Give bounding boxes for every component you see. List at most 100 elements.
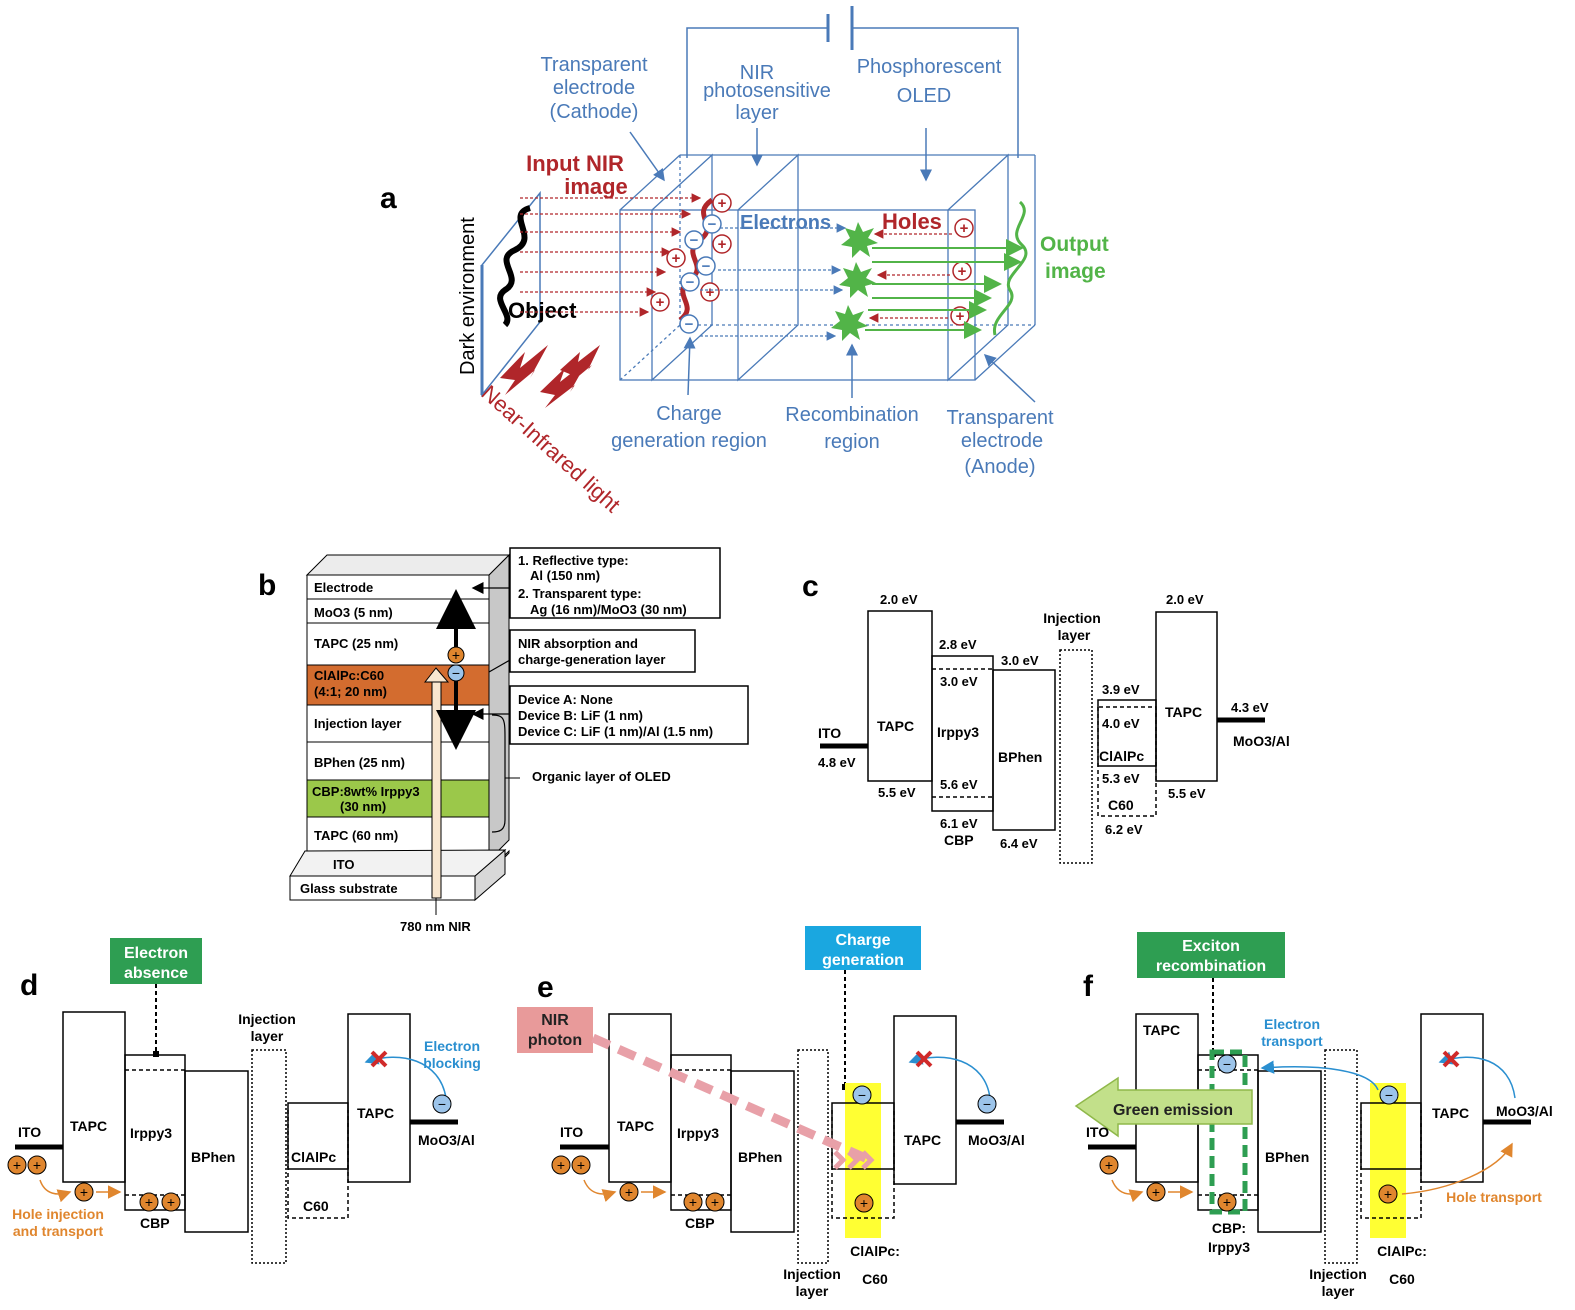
svg-text:+: + [672, 250, 681, 267]
label-line: Charge [656, 403, 722, 425]
note-line: NIR absorption and [518, 636, 638, 651]
panel-d: d Electron absence ITO TAPC Irppy3 BPhen… [7, 938, 481, 1264]
injection-label: layer [1322, 1283, 1355, 1299]
bphen-label: BPhen [998, 749, 1042, 765]
panel-a: a [380, 6, 1109, 517]
electron-icon: − [432, 1094, 452, 1114]
input-nir-line2: image [564, 174, 628, 199]
label-recombination-region: Recombination region [785, 343, 919, 453]
callout-line: Charge [835, 932, 890, 949]
organic-brace [491, 714, 506, 833]
callout-line: photon [528, 1032, 582, 1049]
recombination-zone [1209, 1049, 1248, 1215]
c60-label: C60 [303, 1198, 329, 1214]
ev-label: 2.0 eV [1166, 592, 1204, 607]
layer-label: TAPC (25 nm) [314, 636, 398, 651]
clalpc-label: ClAlPc [1099, 748, 1144, 764]
svg-text:+: + [80, 1184, 88, 1200]
holes-label: Holes [882, 209, 942, 234]
electron-icon: − [1379, 1085, 1399, 1105]
svg-text:−: − [702, 258, 711, 275]
block-x-icon [915, 1050, 933, 1068]
callout-line: absence [124, 965, 188, 982]
ito-label: ITO [18, 1124, 41, 1140]
hole-icon: + [551, 1155, 571, 1175]
panel-e: e Charge generation NIR photon I [517, 926, 1025, 1299]
injection-label: layer [251, 1028, 284, 1044]
panel-c: c ITO 4.8 eV 2.0 eV TAPC 5.5 eV 2.8 eV 3… [802, 570, 1290, 864]
callout-line: generation [822, 952, 904, 969]
electrons-label: Electrons [740, 212, 831, 234]
block-x-icon [1442, 1050, 1460, 1068]
nir-note-box [509, 629, 696, 673]
label-transparent-anode: Transparent electrode (Anode) [946, 353, 1054, 478]
layer-label: Electrode [314, 580, 373, 595]
label-line: Transparent [540, 54, 648, 76]
layer-label: (30 nm) [340, 799, 386, 814]
label-line: photosensitive [703, 80, 831, 102]
photon-chevrons [833, 1150, 875, 1170]
electron-icon: − [702, 214, 722, 234]
cbp-label: CBP [944, 832, 974, 848]
ev-label: 3.9 eV [1102, 682, 1140, 697]
output-arrows [865, 239, 1024, 339]
ev-label: 6.2 eV [1105, 822, 1143, 837]
hole-icon: + [1378, 1184, 1398, 1204]
injection-label: Injection [238, 1011, 296, 1027]
label-line: (Cathode) [550, 101, 639, 123]
svg-text:+: + [958, 263, 967, 280]
svg-text:−: − [858, 1087, 866, 1103]
label-line: layer [735, 102, 779, 124]
svg-text:+: + [1384, 1186, 1392, 1202]
clalpc-label: ClAlPc: [850, 1243, 900, 1259]
label-transparent-cathode: Transparent electrode (Cathode) [540, 54, 665, 182]
injection-label: layer [1058, 627, 1091, 643]
dark-environment-plane [480, 190, 541, 398]
electron-icon: − [1217, 1054, 1237, 1074]
hole-icon: + [712, 234, 732, 254]
bphen-label: BPhen [1265, 1149, 1309, 1165]
moo3-label: MoO3/Al [1496, 1103, 1553, 1119]
cbp-label: CBP [140, 1215, 170, 1231]
hole-icon: + [1217, 1192, 1237, 1212]
svg-text:−: − [983, 1096, 991, 1112]
svg-text:+: + [656, 294, 665, 311]
output-image-line2: image [1045, 260, 1106, 283]
electron-icon: − [680, 272, 700, 292]
hole-icon: + [447, 646, 465, 664]
note-line: Device C: LiF (1 nm)/Al (1.5 nm) [518, 724, 713, 739]
svg-text:−: − [708, 216, 717, 233]
hole-icon: + [1146, 1182, 1166, 1202]
svg-text:+: + [1223, 1194, 1231, 1210]
layer-tapc-60 [306, 816, 490, 854]
cbp-label: CBP: [1212, 1220, 1246, 1236]
ev-label: 4.8 eV [818, 755, 856, 770]
nir-photon-arrow [591, 1033, 872, 1165]
hole-icon: + [952, 261, 972, 281]
layer-label: ClAlPc:C60 [314, 668, 384, 683]
layer-label: (4:1; 20 nm) [314, 684, 387, 699]
label-line: Transparent [946, 407, 1054, 429]
irppy-label: Irppy3 [937, 724, 979, 740]
object-label: Object [508, 298, 577, 323]
layer-label: MoO3 (5 nm) [314, 605, 393, 620]
label-charge-generation-region: Charge generation region [611, 336, 767, 452]
recombination-stars [831, 222, 878, 341]
c60-label: C60 [862, 1271, 888, 1287]
object-shape [497, 205, 532, 328]
svg-text:+: + [706, 284, 715, 301]
ev-label: 6.1 eV [940, 816, 978, 831]
hole-transport-label: Hole transport [1446, 1189, 1542, 1205]
ev-label: 3.0 eV [1001, 653, 1039, 668]
svg-text:+: + [13, 1157, 21, 1173]
svg-text:+: + [145, 1194, 153, 1210]
organic-note: Organic layer of OLED [532, 769, 671, 784]
electron-icon: − [696, 256, 716, 276]
ev-label: 3.0 eV [940, 674, 978, 689]
svg-text:−: − [690, 232, 699, 249]
label-line: electrode [553, 77, 635, 99]
label-line: (Anode) [964, 456, 1035, 478]
irppy-label: Irppy3 [677, 1125, 719, 1141]
svg-text:+: + [557, 1157, 565, 1173]
callout-line: NIR [541, 1012, 569, 1029]
